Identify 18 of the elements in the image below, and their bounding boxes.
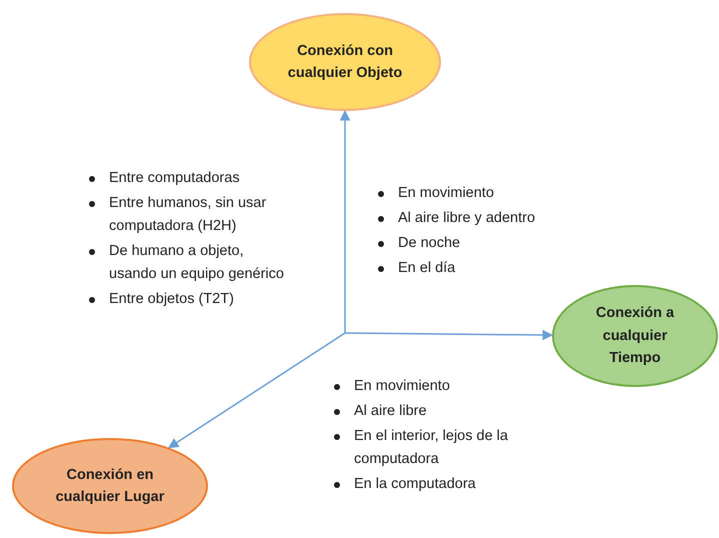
node-title: Conexión con cualquier Objeto	[286, 42, 404, 83]
bullet-item: En movimiento	[374, 182, 594, 205]
bullet-item: En el interior, lejos de la computadora	[330, 425, 540, 471]
bullet-item: Entre humanos, sin usar computadora (H2H)	[85, 192, 295, 238]
bullet-item: En la computadora	[330, 473, 540, 496]
bullet-item: Entre objetos (T2T)	[85, 288, 295, 311]
arrow	[168, 332, 346, 448]
arrow	[345, 330, 554, 340]
bullet-item: De humano a objeto, usando un equipo genérico	[85, 240, 295, 286]
node-title: Conexión en cualquier Lugar	[54, 466, 166, 507]
bullet-item: Al aire libre	[330, 400, 540, 423]
bullet-item: En movimiento	[330, 375, 540, 398]
bullet-item: Entre computadoras	[85, 167, 295, 190]
bullet-item: Al aire libre y adentro	[374, 207, 594, 230]
bullet-item: En el día	[374, 257, 594, 280]
node-title: Conexión a cualquier Tiempo	[594, 304, 676, 368]
arrow	[340, 110, 350, 333]
bullet-item: De noche	[374, 232, 594, 255]
